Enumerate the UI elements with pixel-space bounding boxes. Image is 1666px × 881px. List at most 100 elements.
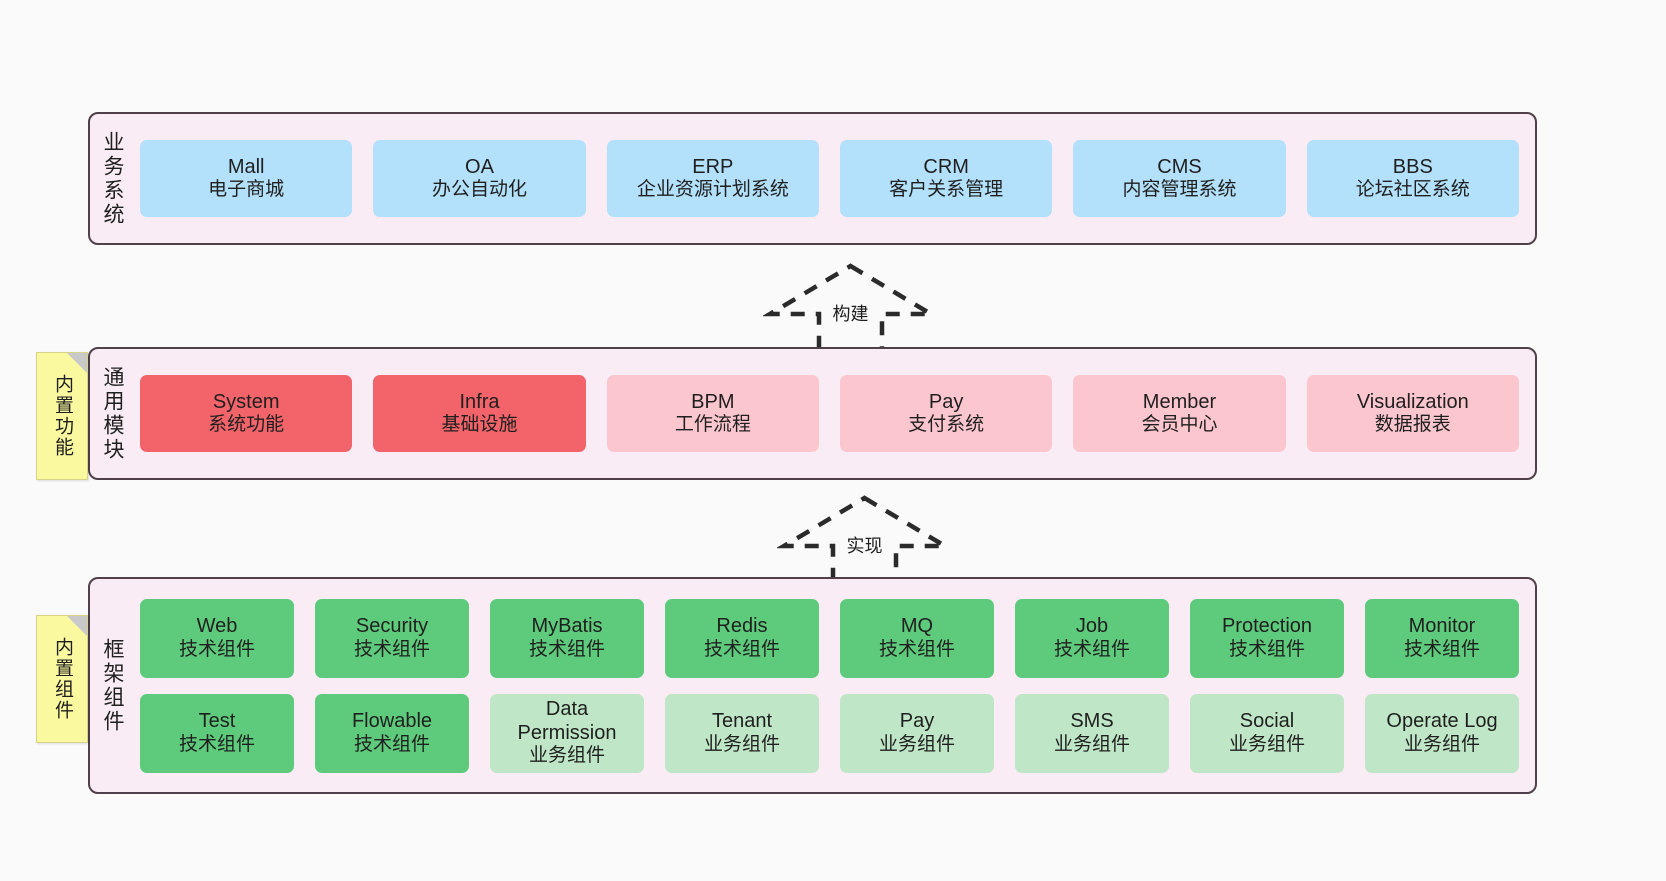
layer-body-framework-component: Web 技术组件 Security 技术组件 MyBatis 技术组件 Redi…	[134, 579, 1535, 792]
folded-corner-icon	[67, 616, 87, 636]
card-subtitle: 企业资源计划系统	[636, 179, 789, 201]
card-subtitle: 电子商城	[208, 179, 285, 201]
card-protection[interactable]: Protection 技术组件	[1190, 598, 1344, 678]
card-subtitle: 基础设施	[441, 414, 518, 436]
card-title: Pay	[899, 710, 935, 732]
card-subtitle: 技术组件	[703, 638, 780, 660]
card-subtitle: 论坛社区系统	[1355, 179, 1470, 201]
card-subtitle: 技术组件	[353, 733, 430, 755]
card-subtitle: 业务组件	[703, 733, 780, 755]
card-data-permission[interactable]: Data Permission 业务组件	[490, 693, 644, 773]
card-title: CRM	[923, 155, 969, 178]
card-title: Security	[355, 615, 429, 637]
card-title: Job	[1075, 615, 1109, 637]
card-row: Test 技术组件 Flowable 技术组件 Data Permission …	[140, 693, 1519, 773]
card-subtitle: 内容管理系统	[1122, 179, 1237, 201]
card-subtitle: 技术组件	[1403, 638, 1480, 660]
sticky-note-builtin-component[interactable]: 内置组件	[36, 615, 88, 743]
card-title: Pay	[928, 390, 964, 413]
layer-framework-component[interactable]: 框架组件 Web 技术组件 Security 技术组件 MyBatis 技术组件…	[88, 577, 1537, 794]
card-title: Tenant	[711, 710, 773, 732]
connector-implement: 实现	[777, 490, 952, 590]
card-subtitle: 客户关系管理	[889, 179, 1004, 201]
card-subtitle: 业务组件	[878, 733, 955, 755]
card-mall[interactable]: Mall 电子商城	[140, 140, 353, 217]
card-title: OA	[465, 155, 494, 178]
layer-title-common-module: 通用模块	[101, 365, 125, 462]
card-cms[interactable]: CMS 内容管理系统	[1073, 140, 1286, 217]
card-redis[interactable]: Redis 技术组件	[665, 598, 819, 678]
dashed-hollow-arrow-icon	[777, 495, 952, 589]
card-row: Mall 电子商城 OA 办公自动化 ERP 企业资源计划系统 CRM 客户关系…	[140, 140, 1519, 217]
card-subtitle: 办公自动化	[431, 179, 527, 201]
card-social[interactable]: Social 业务组件	[1190, 693, 1344, 773]
card-subtitle: 数据报表	[1374, 414, 1451, 436]
layer-title-framework-component: 框架组件	[101, 637, 125, 734]
card-member[interactable]: Member 会员中心	[1073, 375, 1286, 452]
card-title: MyBatis	[531, 615, 603, 637]
card-oa[interactable]: OA 办公自动化	[373, 140, 586, 217]
card-title: CMS	[1157, 155, 1202, 178]
card-bbs[interactable]: BBS 论坛社区系统	[1306, 140, 1519, 217]
card-pay-module[interactable]: Pay 支付系统	[839, 375, 1053, 452]
card-subtitle: 会员中心	[1141, 414, 1218, 436]
card-title: System	[212, 390, 280, 413]
card-title: SMS	[1070, 710, 1114, 732]
card-subtitle: 技术组件	[878, 638, 955, 660]
card-sms[interactable]: SMS 业务组件	[1015, 693, 1169, 773]
card-pay-component[interactable]: Pay 业务组件	[840, 693, 994, 773]
card-system[interactable]: System 系统功能	[140, 375, 353, 452]
layer-common-module[interactable]: 通用模块 System 系统功能 Infra 基础设施 BPM 工作流程 Pay…	[88, 347, 1537, 480]
card-title: BBS	[1392, 155, 1433, 178]
sticky-note-text: 内置组件	[51, 637, 73, 721]
card-title: BPM	[691, 390, 735, 413]
card-subtitle: 技术组件	[178, 733, 255, 755]
card-title: Redis	[716, 615, 768, 637]
card-title: Test	[198, 710, 236, 732]
card-title: Flowable	[351, 710, 433, 732]
card-title: Mall	[227, 155, 265, 178]
layer-business-system[interactable]: 业务系统 Mall 电子商城 OA 办公自动化 ERP 企业资源计划系统 CRM…	[88, 112, 1537, 245]
card-flowable[interactable]: Flowable 技术组件	[315, 693, 469, 773]
card-subtitle: 技术组件	[353, 638, 430, 660]
card-subtitle: 系统功能	[208, 414, 285, 436]
card-job[interactable]: Job 技术组件	[1015, 598, 1169, 678]
card-subtitle: 技术组件	[1053, 638, 1130, 660]
card-subtitle: 技术组件	[178, 638, 255, 660]
card-title: Monitor	[1408, 615, 1476, 637]
layer-title-business-system: 业务系统	[101, 130, 125, 227]
card-visualization[interactable]: Visualization 数据报表	[1306, 375, 1519, 452]
card-subtitle: 技术组件	[528, 638, 605, 660]
card-title: Member	[1142, 390, 1217, 413]
folded-corner-icon	[67, 353, 87, 373]
card-security[interactable]: Security 技术组件	[315, 598, 469, 678]
card-mq[interactable]: MQ 技术组件	[840, 598, 994, 678]
card-title: ERP	[692, 155, 734, 178]
sticky-note-builtin-function[interactable]: 内置功能	[36, 352, 88, 480]
card-title: Data Permission	[517, 698, 617, 744]
card-operate-log[interactable]: Operate Log 业务组件	[1365, 693, 1519, 773]
card-web[interactable]: Web 技术组件	[140, 598, 294, 678]
card-title: MQ	[900, 615, 934, 637]
card-crm[interactable]: CRM 客户关系管理	[839, 140, 1053, 217]
card-subtitle: 支付系统	[908, 414, 985, 436]
card-subtitle: 业务组件	[1228, 733, 1305, 755]
card-bpm[interactable]: BPM 工作流程	[606, 375, 819, 452]
card-title: Visualization	[1356, 390, 1469, 413]
card-title: Infra	[459, 390, 500, 413]
card-row: System 系统功能 Infra 基础设施 BPM 工作流程 Pay 支付系统…	[140, 375, 1519, 452]
card-title: Web	[196, 615, 238, 637]
card-erp[interactable]: ERP 企业资源计划系统	[606, 140, 819, 217]
card-title: Protection	[1221, 615, 1313, 637]
card-subtitle: 业务组件	[1403, 733, 1480, 755]
card-row: Web 技术组件 Security 技术组件 MyBatis 技术组件 Redi…	[140, 598, 1519, 678]
card-test[interactable]: Test 技术组件	[140, 693, 294, 773]
card-tenant[interactable]: Tenant 业务组件	[665, 693, 819, 773]
card-infra[interactable]: Infra 基础设施	[373, 375, 586, 452]
card-monitor[interactable]: Monitor 技术组件	[1365, 598, 1519, 678]
card-subtitle: 工作流程	[674, 414, 751, 436]
card-mybatis[interactable]: MyBatis 技术组件	[490, 598, 644, 678]
connector-build: 构建	[763, 258, 938, 358]
layer-body-common-module: System 系统功能 Infra 基础设施 BPM 工作流程 Pay 支付系统…	[134, 349, 1535, 478]
